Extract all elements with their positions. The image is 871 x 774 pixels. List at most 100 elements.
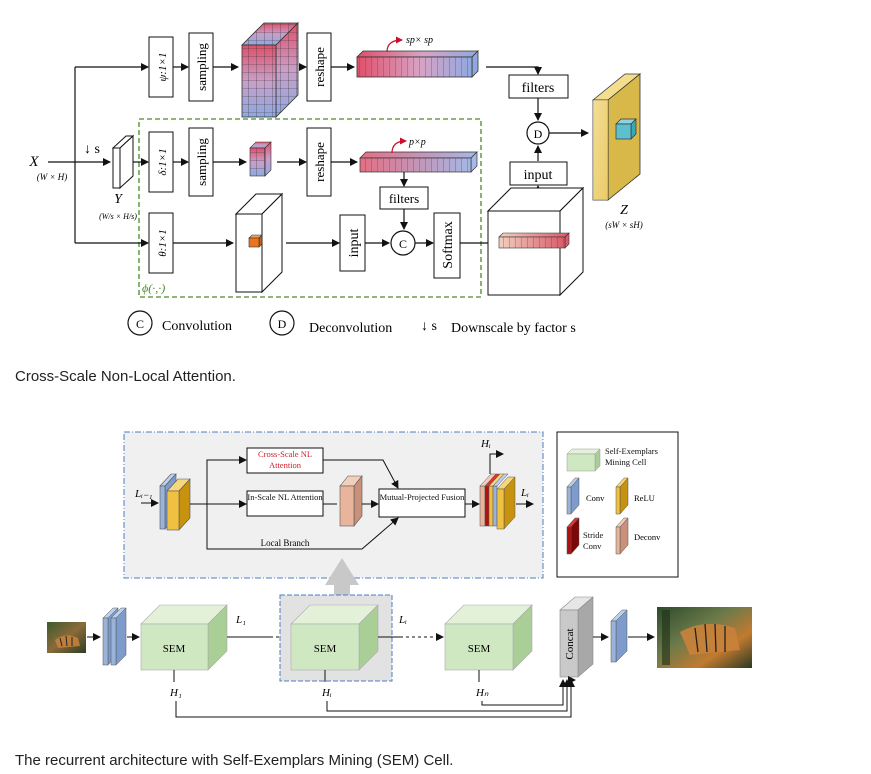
phi-box [138, 118, 482, 298]
legend-sem-icon [566, 448, 601, 472]
h-out-arrow [489, 450, 504, 474]
input-label-right: input [524, 168, 553, 183]
legend-stride-conv-icon [566, 517, 580, 555]
cell-h-out-label: Hᵢ [480, 438, 491, 450]
h1-label: H₁ [169, 687, 182, 699]
phi-label: ϕ(·,·) [142, 281, 165, 295]
reshape-box-mid [306, 127, 332, 197]
softmax-label: Softmax [441, 221, 456, 268]
concat-block [559, 596, 594, 678]
top-strip-to-filters [486, 66, 542, 75]
y-tensor [111, 134, 135, 190]
legend-conv-icon [127, 310, 153, 336]
cross-scale-text: Cross-Scale NL Attention [257, 449, 313, 470]
cell-l-in-label: Lᵢ₋₁ [134, 488, 153, 500]
sem-cell-n [444, 604, 533, 671]
reshape-box-top [306, 32, 332, 102]
sp-curve-arrow [386, 36, 403, 53]
legend-deconv-symbol: D [278, 317, 287, 331]
sem-cell-i [290, 604, 379, 671]
figure-cross-scale-attention: X (W × H) ↓ s Y (W/s × H/s) ψ:1×1 sampli… [28, 22, 643, 336]
theta-conv-label: θ:1×1 [157, 229, 169, 257]
reshape-label-top: reshape [312, 47, 327, 87]
filters-label-mid: filters [389, 191, 419, 206]
legend-deconv-block-icon [615, 517, 629, 555]
to-cross-scale-arrow [190, 456, 247, 505]
filter-strip-mid [359, 151, 478, 173]
figure-recurrent-architecture: Lᵢ₋₁ Local Branch Cross-Scale NL Attenti… [47, 431, 752, 718]
input-lr-image [47, 622, 86, 653]
local-branch-arrow [206, 504, 399, 550]
cross-scale-box [246, 447, 324, 474]
legend-stride-fo: Stride Conv [583, 530, 603, 551]
in-scale-box [246, 490, 324, 517]
local-branch-label: Local Branch [261, 538, 310, 548]
legend-relu-text: ReLU [634, 493, 655, 503]
legend-sem-fo: Self-Exemplars Mining Cell [605, 446, 658, 467]
output-sr-image [657, 607, 752, 668]
fig1-caption: Cross-Scale Non-Local Attention. [15, 368, 236, 385]
conv-op-label: C [399, 237, 407, 251]
cross-to-fusion-arrow [323, 459, 399, 489]
hn-label: Hₙ [475, 687, 489, 699]
sp-label: sp× sp [406, 35, 433, 46]
legend-deconv-icon [269, 310, 295, 336]
legend-conv-block-icon [566, 477, 580, 515]
sampling-label-mid: sampling [194, 138, 209, 186]
filters-label-right: filters [522, 81, 555, 96]
sampling-label-top: sampling [194, 43, 209, 91]
theta-conv-box [148, 212, 174, 274]
cell-input-blocks [159, 473, 191, 531]
z-dims: (sW × sH) [605, 220, 643, 230]
legend-deconv-block-text: Deconv [634, 532, 661, 542]
input-label-mid: input [347, 229, 362, 258]
sem-cell-1 [140, 604, 228, 671]
delta-conv-box [148, 131, 174, 193]
legend-conv-symbol: C [136, 317, 144, 331]
hi-to-concat-line [326, 679, 571, 712]
reshape-label-mid: reshape [312, 142, 327, 182]
softmax-box [433, 212, 461, 279]
li-label: Lᵢ [398, 614, 407, 626]
hi-label: Hᵢ [321, 687, 332, 699]
legend-down-text: Downscale by factor s [451, 321, 576, 336]
head-conv-blocks [102, 607, 127, 666]
input-box-mid [339, 214, 366, 272]
legend-down-symbol: ↓ s [421, 319, 437, 334]
patch-cube-top [241, 22, 299, 118]
sampling-box-mid [188, 127, 214, 197]
delta-conv-label: δ:1×1 [157, 148, 169, 175]
cell-output-blocks [479, 473, 516, 530]
patch-cube-mid [249, 141, 272, 177]
y-label: Y [114, 192, 124, 207]
concat-label: Concat [564, 628, 576, 659]
deconv-op-label: D [534, 127, 543, 141]
attention-map [486, 186, 585, 297]
psi-conv-box [148, 36, 174, 98]
in-scale-text: In-Scale NL Attention [247, 492, 323, 502]
legend-relu-icon [615, 477, 629, 515]
feature-map-x [234, 192, 284, 294]
h1-to-concat-line [175, 679, 575, 718]
p-label: p×p [408, 137, 426, 148]
input-x-label: X [28, 154, 39, 170]
fusion-text: Mutual-Projected Fusion [379, 492, 465, 502]
cell-l-out-label: Lᵢ [520, 487, 529, 499]
p-curve-arrow [391, 137, 407, 154]
output-patch-cube [615, 118, 637, 140]
hn-to-concat-line [481, 679, 567, 706]
downscale-label: ↓ s [84, 142, 100, 157]
y-dims: (W/s × H/s) [99, 212, 137, 221]
psi-conv-label: ψ:1×1 [157, 53, 169, 82]
legend-deconv-text: Deconvolution [309, 321, 392, 336]
deconv-block-cell [339, 475, 363, 527]
input-x-dims: (W × H) [37, 172, 68, 182]
legend-sem-text: Self-Exemplars Mining Cell [605, 446, 658, 467]
legend-conv-text: Convolution [162, 319, 232, 334]
l1-label: L₁ [235, 614, 246, 626]
sem-i-label: SEM [314, 643, 337, 655]
sem-1-label: SEM [163, 643, 186, 655]
fusion-fo: Mutual-Projected Fusion [379, 492, 465, 502]
zoom-arrow [325, 558, 359, 600]
